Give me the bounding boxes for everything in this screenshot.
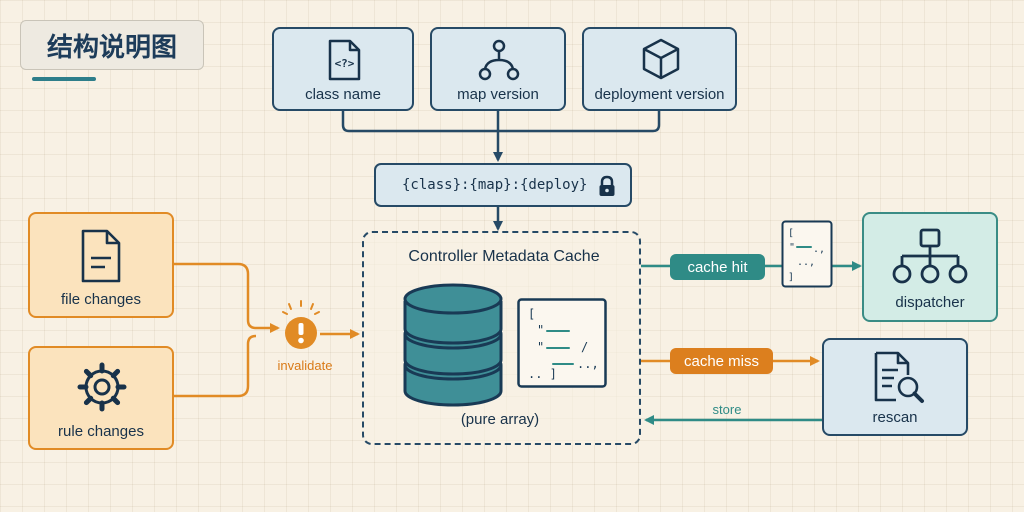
map-version-box: map version	[430, 27, 566, 111]
invalidate-label: invalidate	[277, 358, 333, 373]
document-icon	[81, 229, 121, 283]
svg-text:<?>: <?>	[335, 57, 355, 70]
database-icon	[403, 283, 503, 407]
svg-text:": "	[537, 323, 544, 337]
cache-key-label: {class}:{map}:{deploy}	[402, 177, 588, 193]
cache-subtitle: (pure array)	[460, 411, 540, 428]
branch-icon	[478, 39, 520, 81]
cache-hit-pill: cache hit	[670, 254, 765, 280]
cache-miss-pill: cache miss	[670, 348, 773, 374]
result-array-icon: [ " ., .., ]	[781, 220, 833, 288]
search-document-icon	[874, 351, 924, 403]
lock-icon	[599, 175, 615, 196]
svg-text:": "	[537, 340, 544, 354]
svg-text:.. ]: .. ]	[528, 367, 557, 381]
class-name-box: <?> class name	[272, 27, 414, 111]
rescan-label: rescan	[872, 409, 918, 426]
svg-text:/: /	[581, 340, 588, 354]
code-file-icon: <?>	[328, 39, 361, 81]
svg-text:]: ]	[788, 272, 794, 283]
cube-icon	[642, 38, 680, 80]
svg-text:..,: ..,	[577, 357, 599, 371]
svg-text:": "	[789, 242, 795, 253]
svg-text:..,: ..,	[797, 257, 815, 268]
class-name-label: class name	[305, 86, 381, 103]
rule-changes-box: rule changes	[28, 346, 174, 450]
rule-changes-label: rule changes	[58, 423, 144, 440]
array-icon: [ " " .. ] / ..,	[517, 298, 607, 388]
store-label: store	[712, 402, 742, 417]
svg-text:[: [	[528, 307, 535, 321]
input-merge-lines	[341, 111, 661, 231]
gear-icon	[77, 362, 127, 412]
diagram-title: 结构说明图	[20, 20, 204, 70]
svg-text:.,: .,	[813, 244, 825, 255]
cache-title: Controller Metadata Cache	[408, 248, 600, 265]
dispatcher-box: dispatcher	[862, 212, 998, 322]
cache-key-box: {class}:{map}:{deploy}	[374, 163, 632, 207]
file-changes-box: file changes	[28, 212, 174, 318]
deployment-version-box: deployment version	[582, 27, 737, 111]
map-version-label: map version	[457, 86, 539, 103]
deployment-version-label: deployment version	[594, 86, 725, 103]
svg-text:[: [	[788, 228, 794, 239]
title-underline	[32, 77, 96, 81]
invalidate-lines	[174, 262, 360, 398]
dispatcher-label: dispatcher	[895, 294, 965, 311]
alert-icon	[282, 300, 320, 349]
hierarchy-icon	[892, 228, 968, 284]
rescan-box: rescan	[822, 338, 968, 436]
file-changes-label: file changes	[60, 291, 142, 308]
